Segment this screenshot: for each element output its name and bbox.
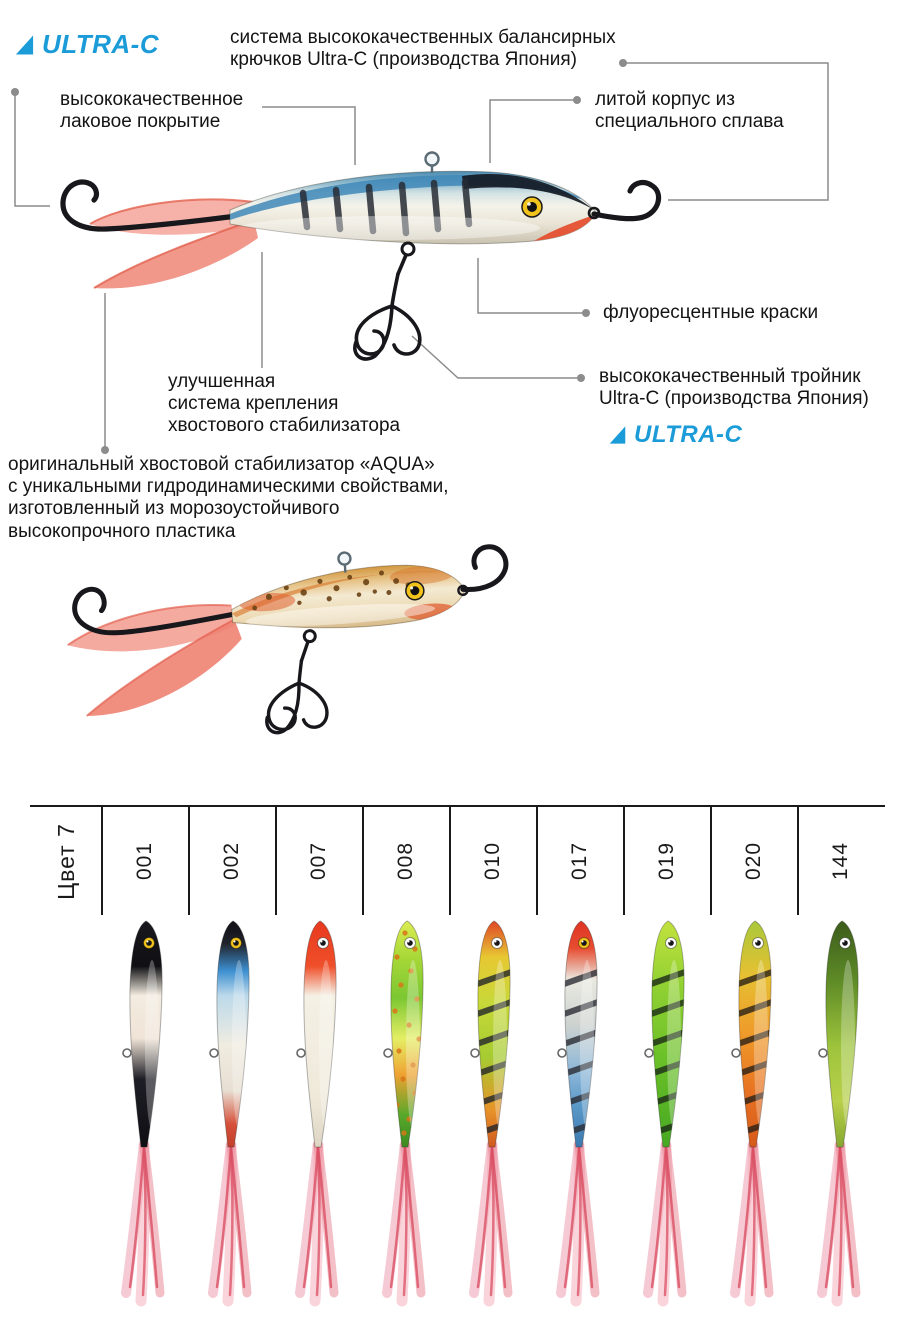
tail-feather (215, 1145, 232, 1289)
line-tie-loop (469, 1048, 480, 1058)
lure-color-008 (381, 920, 425, 1307)
tail-feather (128, 1145, 145, 1289)
lure-color-007 (294, 920, 338, 1307)
color-code-label: 008 (394, 841, 418, 881)
callout-treble-hook: высококачественный тройник Ultra-C (прои… (599, 366, 869, 410)
lure-body (824, 920, 859, 1148)
column-divider (797, 807, 799, 915)
callout-leader-lines (14, 62, 829, 450)
line-tie-loop (337, 551, 352, 573)
callout-fluorescent-paint: флуоресцентные краски (603, 302, 819, 323)
column-divider (623, 807, 625, 915)
color-column-017: 017 (536, 807, 624, 1315)
lure-color-020 (729, 920, 773, 1307)
column-divider (275, 807, 277, 915)
front-hook (72, 586, 243, 636)
callout-lacquer-coating: высококачественное лаковое покрытие (60, 89, 244, 133)
callout-alloy-body: литой корпус из специального сплава (595, 89, 784, 133)
lure-color-017 (555, 920, 599, 1307)
tail-fin (67, 604, 242, 717)
column-divider (449, 807, 451, 915)
callout-leader-dots (11, 59, 627, 454)
line-tie-loop (817, 1048, 828, 1058)
tail-feather (563, 1145, 580, 1289)
color-code-label: 017 (568, 841, 592, 881)
tail-feather (824, 1145, 841, 1289)
front-hook (60, 179, 255, 232)
lure-body (215, 920, 250, 1148)
color-column-010: 010 (449, 807, 537, 1315)
tail-feather (650, 1145, 667, 1289)
color-column-144: 144 (797, 807, 885, 1315)
color-column-020: 020 (710, 807, 798, 1315)
color-code-label: 001 (133, 841, 157, 881)
tail-feather (403, 1145, 419, 1289)
color-chart-row-label-cell: Цвет 7 (30, 807, 102, 915)
line-tie-loop (208, 1048, 219, 1058)
column-divider (362, 807, 364, 915)
tail-feather (737, 1145, 754, 1289)
color-code-label: 010 (481, 841, 505, 881)
diagram-illustration (11, 59, 829, 735)
color-code-label: 020 (742, 841, 766, 881)
line-tie-loop (730, 1048, 741, 1058)
line-tie-loop (121, 1048, 132, 1058)
ultra-c-logo-text: ULTRA-C (42, 29, 160, 59)
ultra-c-logo-top: ULTRA-C (14, 29, 159, 60)
tail-feather (577, 1145, 593, 1289)
color-column-008: 008 (362, 807, 450, 1315)
color-chart-table: Цвет 7 001 002 007 008 010 017 019 020 144 (30, 805, 885, 1315)
ultra-c-flag-icon (15, 34, 34, 55)
callout-tail-stabilizer: оригинальный хвостовой стабилизатор «AQU… (8, 454, 449, 542)
lure-color-144 (816, 920, 860, 1307)
lure-color-001 (120, 920, 164, 1307)
tail-feather (838, 1145, 854, 1289)
lure-color-010 (468, 920, 512, 1307)
column-divider (188, 807, 190, 915)
tail-feather (476, 1145, 493, 1289)
tail-feather (490, 1145, 506, 1289)
line-tie-loop (295, 1048, 306, 1058)
ultra-c-logo-bottom: ULTRA-C (608, 421, 742, 449)
tail-feather (316, 1145, 332, 1289)
rear-hook (591, 179, 662, 222)
lure-body (128, 920, 163, 1148)
tail-feather (142, 1145, 158, 1289)
color-chart-row-label: Цвет 7 (52, 822, 79, 900)
rear-hook (460, 544, 509, 592)
balancer-lure-variant (67, 544, 509, 735)
ultra-c-logo-text: ULTRA-C (634, 421, 743, 448)
tail-feather (751, 1145, 767, 1289)
color-column-007: 007 (275, 807, 363, 1315)
color-column-019: 019 (623, 807, 711, 1315)
ultra-c-flag-icon (609, 426, 626, 444)
column-divider (101, 807, 103, 915)
column-divider (536, 807, 538, 915)
treble-hook (265, 629, 329, 735)
line-tie-loop (424, 151, 440, 173)
color-code-label: 007 (307, 841, 331, 881)
balancer-lure-main (60, 151, 662, 361)
lure-color-019 (642, 920, 686, 1307)
color-code-label: 002 (220, 841, 244, 881)
column-divider (710, 807, 712, 915)
tail-feather (302, 1145, 319, 1289)
line-tie-loop (382, 1048, 393, 1058)
color-column-002: 002 (188, 807, 276, 1315)
color-code-label: 144 (829, 841, 853, 881)
callout-tail-mount: улучшенная система крепления хвостового … (168, 371, 401, 437)
treble-hook (353, 241, 422, 361)
lure-body-details (230, 173, 594, 243)
tail-feather (389, 1145, 406, 1289)
lure-color-002 (207, 920, 251, 1307)
line-tie-loop (643, 1048, 654, 1058)
lure-body (302, 920, 337, 1148)
tail-feather (664, 1145, 680, 1289)
callout-hook-system: система высококачественных балансирных к… (230, 27, 616, 71)
color-column-001: 001 (101, 807, 189, 1315)
line-tie-loop (556, 1048, 567, 1058)
color-code-label: 019 (655, 841, 679, 881)
lure-body-details (231, 565, 457, 627)
tail-feather (229, 1145, 245, 1289)
